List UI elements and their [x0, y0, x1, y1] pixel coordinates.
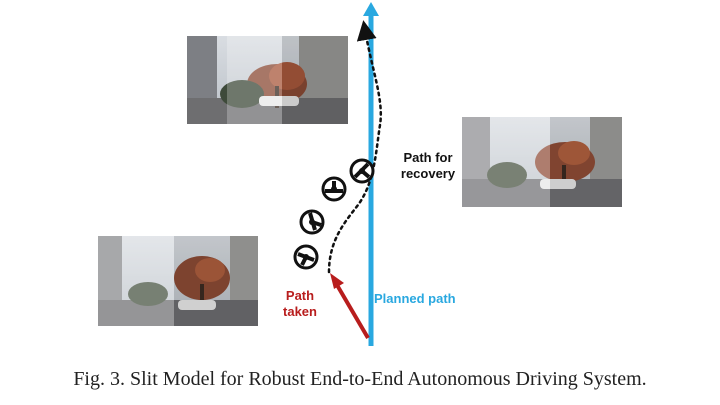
- figure-caption: Fig. 3. Slit Model for Robust End-to-End…: [73, 368, 647, 390]
- steering-wheel-icon: [299, 209, 325, 235]
- recovery-path: [327, 20, 382, 274]
- path-for-recovery-line2: recovery: [400, 166, 456, 181]
- camera-view-bottom-left: [98, 236, 258, 326]
- camera-view-top: [187, 36, 348, 124]
- path-for-recovery-label: Path for recovery: [392, 150, 464, 182]
- path-taken-label: Path taken: [274, 288, 326, 320]
- planned-path-label: Planned path: [374, 291, 456, 306]
- steering-wheel-icon: [349, 158, 375, 184]
- steering-wheel-icon: [293, 244, 319, 270]
- path-for-recovery-line1: Path for: [403, 150, 453, 165]
- steering-wheel-icon: [321, 176, 347, 202]
- path-taken-line1: Path: [285, 288, 315, 303]
- path-taken-line2: taken: [283, 304, 317, 319]
- path-taken-arrow: [330, 273, 370, 340]
- planned-path-arrow: [363, 2, 379, 346]
- camera-view-right: [462, 117, 622, 207]
